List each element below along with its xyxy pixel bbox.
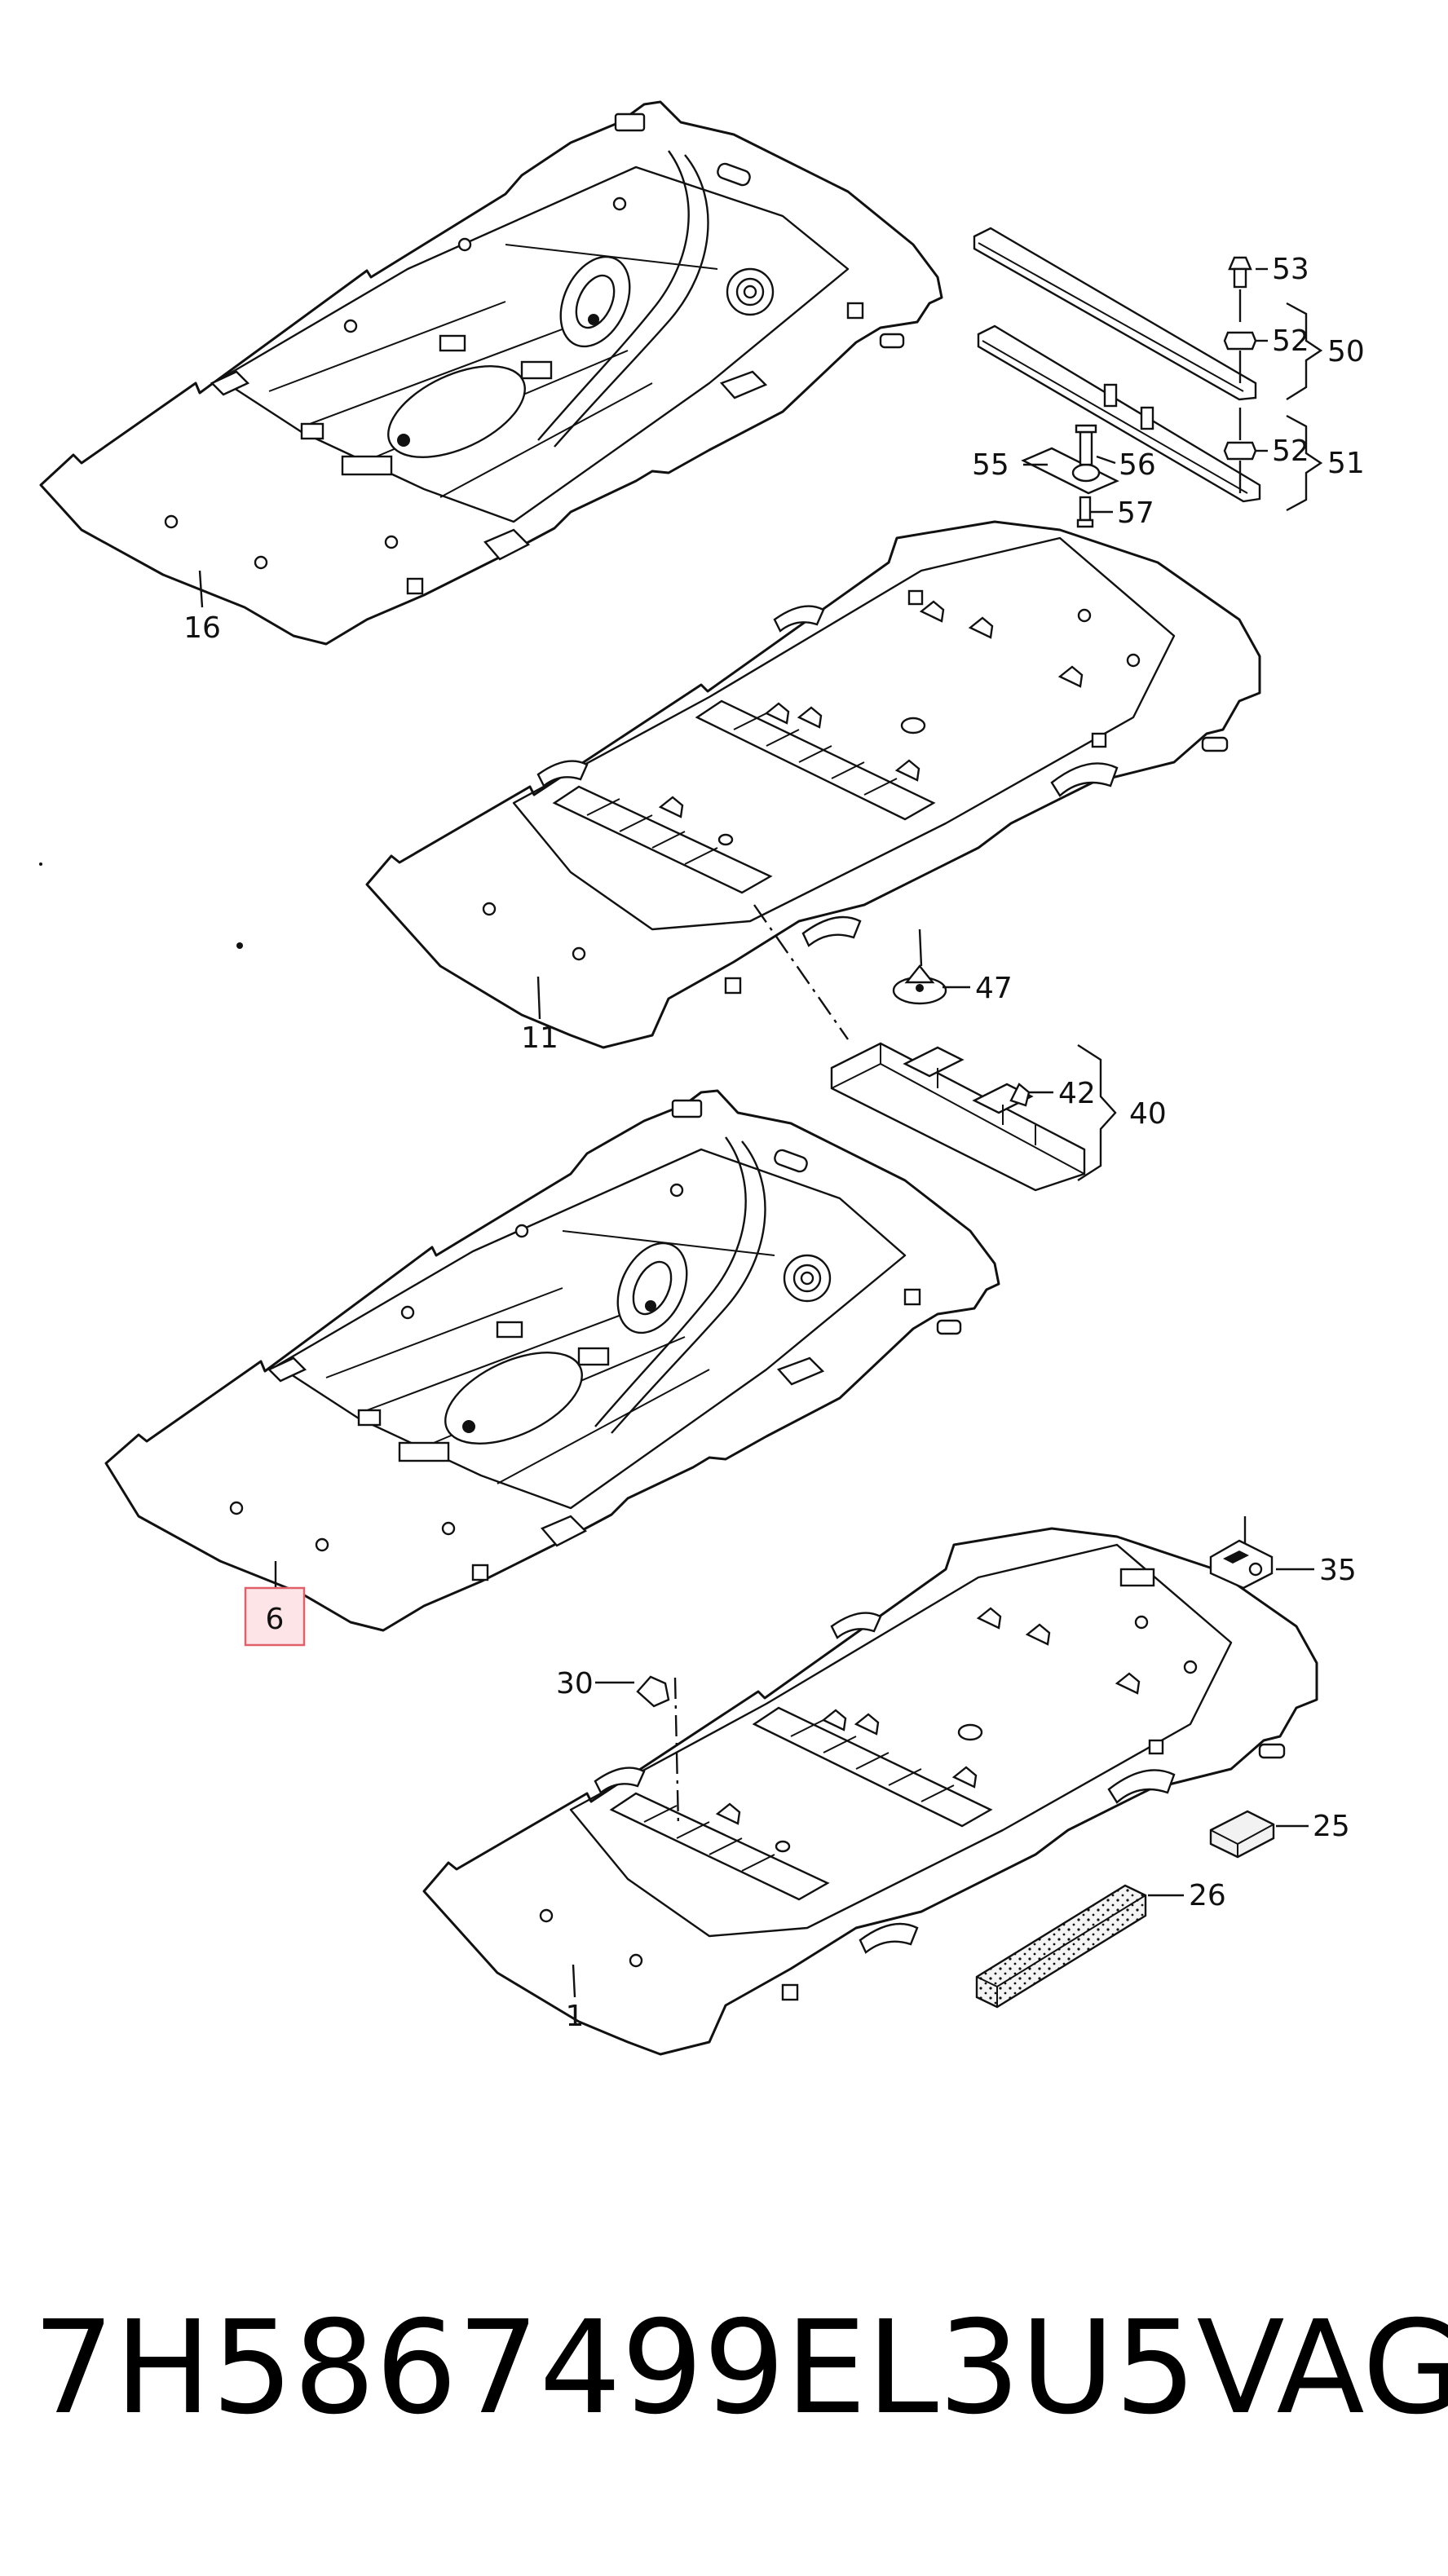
foam-strip-26 <box>975 1884 1147 2009</box>
label-57: 57 <box>1117 496 1154 530</box>
console-40 <box>753 904 1086 1192</box>
label-50: 50 <box>1327 335 1365 368</box>
label-55: 55 <box>972 448 1009 482</box>
label-47: 47 <box>975 972 1013 1005</box>
callout-labels: 16 11 6 1 47 42 40 30 35 25 26 53 52 50 … <box>183 253 1365 2033</box>
label-42: 42 <box>1058 1077 1096 1110</box>
nut-52-upper <box>1223 331 1257 383</box>
clip-47 <box>892 929 947 1005</box>
label-51: 51 <box>1327 447 1365 480</box>
highlight-box-6 <box>244 1586 306 1647</box>
parts-diagram: 16 11 6 1 47 42 40 30 35 25 26 53 52 50 … <box>39 100 1365 2056</box>
label-30: 30 <box>556 1667 594 1700</box>
roof-rails <box>973 227 1261 503</box>
headliner-1 <box>422 1527 1318 2056</box>
label-6: 6 <box>266 1603 285 1636</box>
headliner-16 <box>39 100 943 646</box>
handle-clip-35 <box>1209 1516 1274 1590</box>
part-number: 7H5867499EL3U5 <box>33 2293 1197 2443</box>
clip-30 <box>636 1675 680 1827</box>
label-1: 1 <box>566 2000 585 2033</box>
label-40: 40 <box>1129 1097 1167 1131</box>
label-16: 16 <box>183 611 221 645</box>
brand-name: VAG <box>1196 2293 1448 2443</box>
bracket-55-56-57 <box>1021 424 1119 528</box>
label-52-upper: 52 <box>1272 324 1309 358</box>
foam-pad-25 <box>1209 1810 1275 1859</box>
nut-52-lower <box>1223 408 1257 493</box>
label-25: 25 <box>1313 1810 1350 1843</box>
label-56: 56 <box>1119 448 1156 482</box>
clip-53 <box>1228 256 1252 322</box>
label-11: 11 <box>521 1021 558 1055</box>
label-53: 53 <box>1272 253 1309 286</box>
label-35: 35 <box>1319 1554 1357 1587</box>
leader-lines <box>198 267 1323 1998</box>
label-52-lower: 52 <box>1272 434 1309 468</box>
headliner-6 <box>104 1089 1000 1632</box>
headliner-11 <box>365 520 1261 1049</box>
label-26: 26 <box>1189 1879 1226 1912</box>
footer-code-line: 7H5867499EL3U5 VAG <box>33 2293 1448 2443</box>
